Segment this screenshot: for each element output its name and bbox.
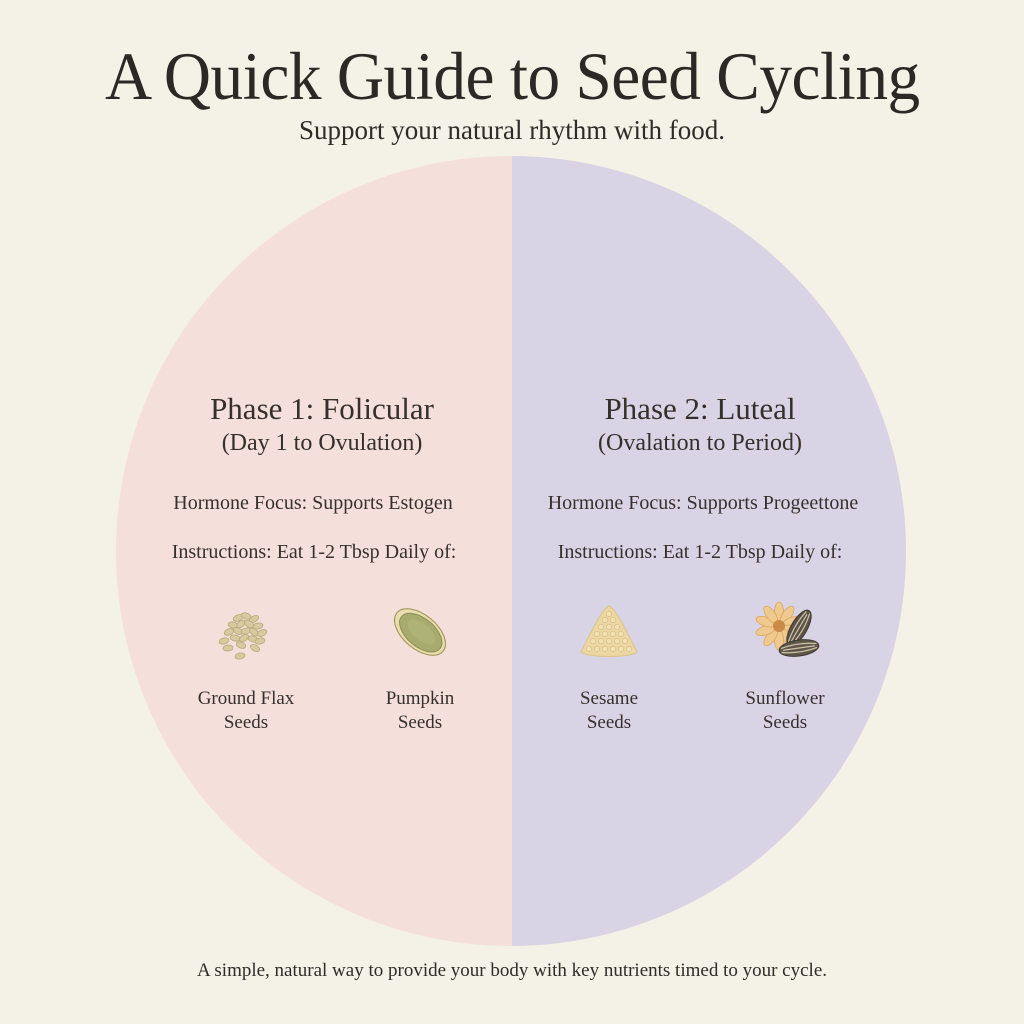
phase-2-subtitle: (Ovalation to Period) [598, 430, 802, 456]
page-subtitle: Support your natural rhythm with food. [299, 115, 725, 145]
seed-label-pumpkin-line1: Pumpkin [385, 688, 455, 709]
page-title-text: A Quick Guide to Seed Cycling [104, 38, 920, 114]
phase-1-title: Phase 1: Folicular [210, 391, 434, 426]
phase-2-half [512, 156, 906, 946]
cycle-circle [116, 156, 906, 946]
phase-2-title: Phase 2: Luteal [604, 391, 796, 426]
seed-item-pumpkin: Pumpkin Seeds [340, 600, 500, 735]
sunflower-seeds-icon [755, 601, 820, 657]
phase-2-instructions: Instructions: Eat 1-2 Tbsp Daily of: [557, 541, 843, 563]
phase-2-hormone-focus: Hormone Focus: Supports Progeettone [547, 492, 859, 514]
seed-label-sesame-line2: Seeds [586, 712, 632, 733]
sesame-seeds-icon [580, 605, 638, 657]
seed-label-pumpkin-line2: Seeds [397, 712, 443, 733]
pumpkin-seed-icon [393, 608, 447, 656]
seed-item-sesame: Sesame Seeds [529, 600, 689, 735]
phase-1-section: Phase 1: Folicular (Day 1 to Ovulation) [122, 390, 522, 458]
seed-item-flax: Ground Flax Seeds [166, 600, 326, 735]
seed-label-sunflower-line2: Seeds [762, 712, 808, 733]
seed-label-flax-line1: Ground Flax [197, 688, 295, 709]
footer-note: A simple, natural way to provide your bo… [196, 960, 828, 981]
seed-label-flax-line2: Seeds [223, 712, 269, 733]
phase-1-subtitle: (Day 1 to Ovulation) [221, 430, 423, 456]
flax-seeds-icon [218, 612, 268, 660]
page-title: A Quick Guide to Seed Cycling [0, 36, 1024, 116]
phase-1-half [116, 156, 512, 946]
phase-1-instructions: Instructions: Eat 1-2 Tbsp Daily of: [171, 541, 457, 563]
seed-label-sesame-line1: Sesame [579, 688, 639, 709]
phase-1-hormone-focus: Hormone Focus: Supports Estogen [173, 492, 453, 514]
phase-2-section: Phase 2: Luteal (Ovalation to Period) [500, 390, 900, 458]
seed-label-sunflower-line1: Sunflower [745, 688, 825, 709]
seed-item-sunflower: Sunflower Seeds [705, 600, 865, 735]
